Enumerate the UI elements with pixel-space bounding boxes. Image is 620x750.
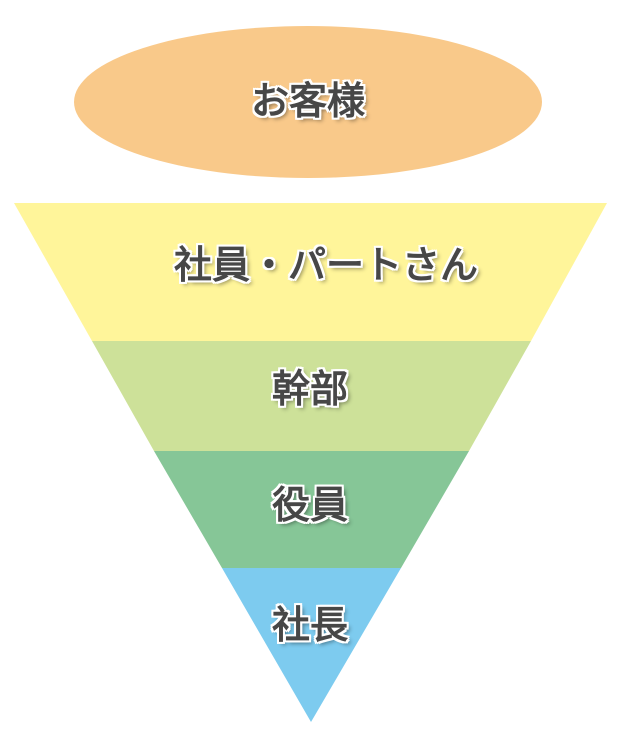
tier-staff-label: 社員・パートさん: [173, 243, 478, 287]
tier-officers-label: 役員: [271, 483, 348, 527]
tier-managers-label: 幹部: [271, 367, 348, 411]
customers-label: お客様: [250, 79, 365, 123]
tier-officers-band: [154, 451, 469, 568]
tier-president-label: 社長: [271, 603, 348, 647]
customers-ellipse: [74, 26, 542, 178]
tier-managers-band: [92, 341, 531, 451]
tier-president-band: [222, 568, 401, 722]
tier-staff-band: [14, 203, 607, 341]
